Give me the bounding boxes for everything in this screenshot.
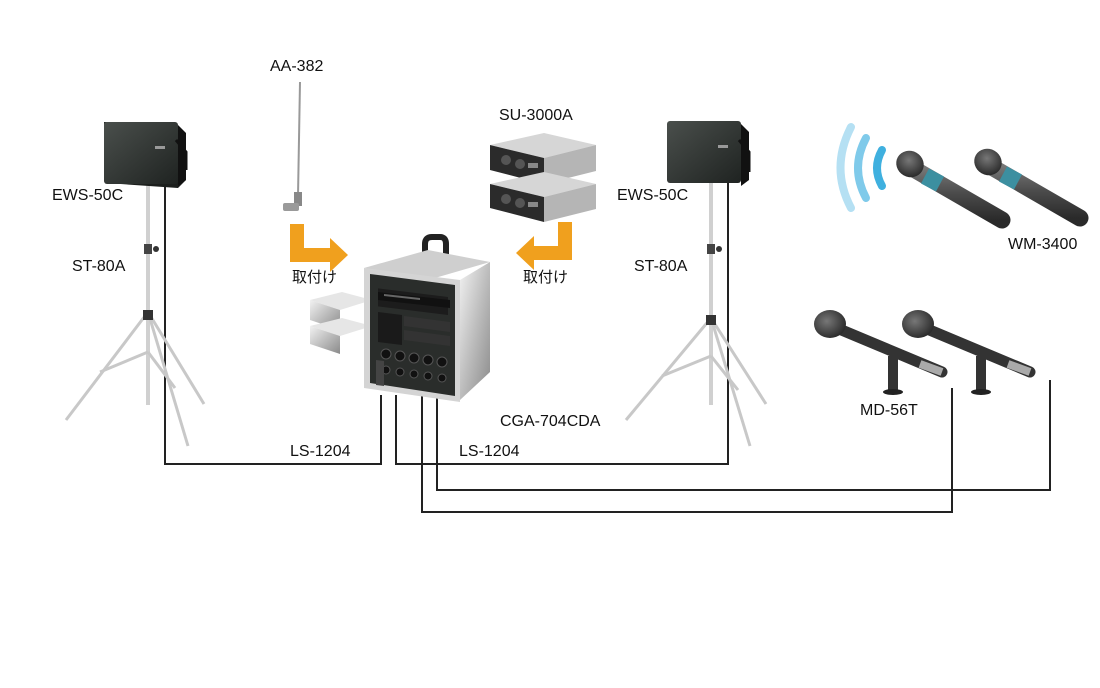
amplifier-cga-704cda	[310, 234, 490, 402]
label-wired-mic: MD-56T	[860, 402, 918, 419]
label-attach-left: 取付け	[292, 269, 338, 286]
cable-right-speaker	[395, 182, 729, 465]
label-speaker-right: EWS-50C	[617, 187, 689, 204]
cable-mic-2	[436, 380, 1051, 491]
label-amp: CGA-704CDA	[500, 413, 601, 430]
label-antenna: AA-382	[270, 58, 324, 75]
wireless-wave-icon	[836, 123, 886, 212]
antenna-aa-382	[283, 81, 302, 211]
cable-left-speaker	[164, 180, 382, 465]
speaker-stand-right	[624, 121, 768, 447]
label-speaker-left: EWS-50C	[52, 187, 124, 204]
tuner-units-su-3000a	[490, 133, 596, 222]
attach-arrow-right	[516, 222, 572, 270]
wired-mics-md-56t	[814, 310, 1036, 395]
label-stand-left: ST-80A	[72, 258, 126, 275]
cables	[164, 180, 1051, 513]
stand-right	[624, 183, 768, 447]
label-cable-right: LS-1204	[459, 443, 520, 460]
label-wireless-mic: WM-3400	[1008, 236, 1078, 253]
cable-mic-1	[421, 388, 953, 513]
label-tuner: SU-3000A	[499, 107, 573, 124]
attach-arrow-left	[290, 224, 348, 272]
speaker-stand-left	[64, 122, 206, 447]
label-attach-right: 取付け	[523, 269, 569, 286]
speaker-left	[104, 122, 188, 188]
label-cable-left: LS-1204	[290, 443, 351, 460]
stand-left	[64, 182, 206, 447]
label-stand-right: ST-80A	[634, 258, 688, 275]
wireless-mics-wm-3400	[836, 123, 1089, 229]
speaker-right	[667, 121, 751, 186]
